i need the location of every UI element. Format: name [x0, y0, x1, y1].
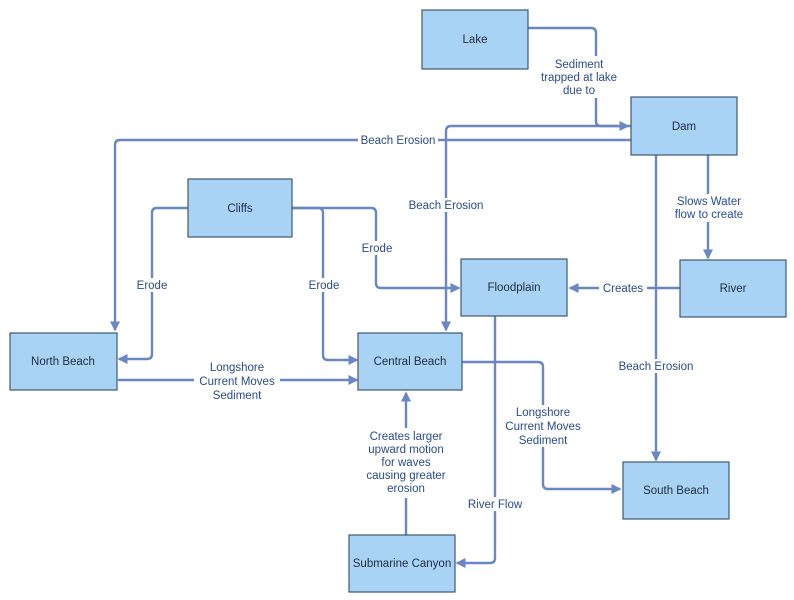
- label-lake-dam-line3: due to: [563, 85, 595, 97]
- label-north-central-line2: Current Moves: [199, 376, 275, 388]
- label-river-floodplain: Creates: [599, 281, 647, 295]
- edge-dam-north-beach[interactable]: [109, 138, 631, 332]
- node-river-label: River: [720, 283, 747, 295]
- label-dam-river: Slows Water flow to create: [670, 194, 750, 222]
- label-floodplain-canyon-text: River Flow: [468, 499, 523, 511]
- label-central-south-line3: Sediment: [519, 435, 568, 447]
- label-canyon-central-line5: erosion: [387, 483, 425, 495]
- label-lake-dam-line1: Sediment: [555, 59, 604, 71]
- label-dam-north-text: Beach Erosion: [361, 135, 436, 147]
- label-north-central: Longshore Current Moves Sediment: [194, 360, 280, 402]
- node-dam-label: Dam: [672, 121, 696, 133]
- label-cliffs-floodplain: Erode: [358, 241, 396, 255]
- node-floodplain-label: Floodplain: [487, 282, 540, 294]
- label-cliffs-central: Erode: [304, 278, 342, 292]
- node-cliffs-label: Cliffs: [227, 203, 253, 215]
- label-cliffs-central-text: Erode: [309, 280, 340, 292]
- node-north-beach[interactable]: North Beach: [9, 332, 118, 391]
- label-dam-south-text: Beach Erosion: [619, 361, 694, 373]
- node-central-beach-label: Central Beach: [374, 356, 447, 368]
- label-central-south-line1: Longshore: [516, 407, 570, 419]
- label-dam-south: Beach Erosion: [616, 359, 696, 373]
- label-canyon-central-line4: causing greater: [366, 470, 445, 482]
- label-canyon-central: Creates larger upward motion for waves c…: [360, 428, 452, 498]
- label-lake-dam-line2: trapped at lake: [541, 72, 617, 84]
- label-river-floodplain-text: Creates: [603, 283, 644, 295]
- label-dam-north: Beach Erosion: [358, 133, 438, 147]
- label-canyon-central-line3: for waves: [381, 457, 430, 469]
- node-south-beach-label: South Beach: [643, 485, 709, 497]
- node-lake[interactable]: Lake: [421, 9, 529, 70]
- node-river[interactable]: River: [679, 259, 787, 318]
- label-cliffs-north: Erode: [133, 278, 171, 292]
- label-central-south-line2: Current Moves: [505, 421, 581, 433]
- label-central-south: Longshore Current Moves Sediment: [500, 405, 586, 447]
- node-submarine-canyon-label: Submarine Canyon: [353, 558, 451, 570]
- edge-dam-central-beach[interactable]: [440, 124, 631, 332]
- label-lake-dam: Sediment trapped at lake due to: [536, 56, 622, 98]
- node-south-beach[interactable]: South Beach: [622, 461, 730, 520]
- label-dam-river-line2: flow to create: [675, 209, 743, 221]
- label-north-central-line1: Longshore: [210, 362, 264, 374]
- edge-floodplain-submarine-canyon[interactable]: [455, 316, 497, 569]
- label-floodplain-canyon: River Flow: [462, 497, 528, 511]
- label-dam-river-line1: Slows Water: [677, 196, 741, 208]
- label-north-central-line3: Sediment: [213, 390, 262, 402]
- node-central-beach[interactable]: Central Beach: [357, 332, 463, 391]
- label-cliffs-north-text: Erode: [137, 280, 168, 292]
- node-cliffs[interactable]: Cliffs: [187, 178, 293, 238]
- node-floodplain[interactable]: Floodplain: [460, 258, 568, 317]
- label-dam-central-text: Beach Erosion: [409, 200, 484, 212]
- label-canyon-central-line1: Creates larger: [370, 431, 443, 443]
- node-submarine-canyon[interactable]: Submarine Canyon: [348, 534, 456, 593]
- node-lake-label: Lake: [463, 34, 488, 46]
- label-cliffs-floodplain-text: Erode: [362, 243, 393, 255]
- label-dam-central: Beach Erosion: [406, 198, 486, 212]
- node-north-beach-label: North Beach: [31, 356, 95, 368]
- label-canyon-central-line2: upward motion: [368, 444, 443, 456]
- node-dam[interactable]: Dam: [630, 96, 738, 156]
